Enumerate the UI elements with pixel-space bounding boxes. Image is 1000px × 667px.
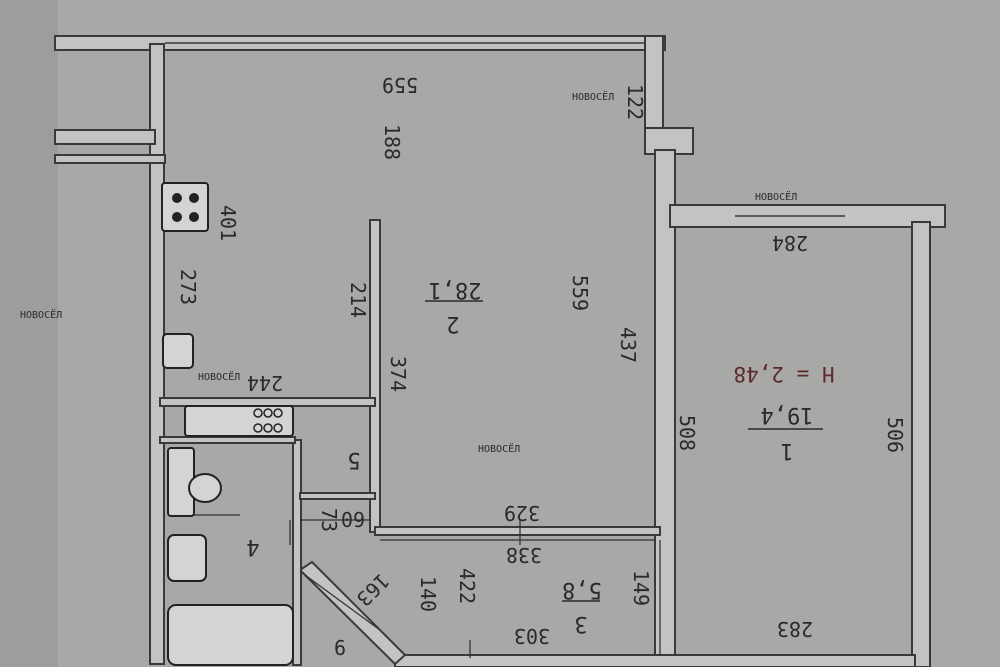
radiator-icon (184, 405, 294, 437)
dim-9: 9 (334, 635, 346, 659)
dim-401: 401 (216, 205, 240, 241)
walls (54, 35, 946, 667)
dim-374: 374 (386, 356, 410, 392)
wall-bath-top (159, 397, 376, 407)
dim-273: 273 (176, 269, 200, 305)
burner-icon (172, 193, 182, 203)
wall-right (911, 221, 931, 667)
dim-244: 244 (247, 371, 283, 395)
room4-number: 4 (246, 534, 259, 559)
ceiling-height: H = 2,48 (733, 362, 834, 386)
wall-room2-bottom (374, 526, 661, 536)
burner-icon (172, 212, 182, 222)
room5-number: 5 (347, 447, 360, 472)
bath-sink-icon (167, 534, 207, 582)
dim-508: 508 (675, 415, 699, 451)
toilet-bowl-icon (188, 473, 222, 503)
room3-area: 5,8 (562, 577, 602, 602)
room1-area: 19,4 (761, 402, 814, 427)
watermark-text: НОВОСЁЛ (20, 308, 62, 321)
line-door-swing (304, 574, 381, 631)
wall-bath-right (292, 439, 302, 666)
dim-283: 283 (777, 617, 813, 641)
dim-303: 303 (514, 624, 550, 648)
burner-icon (189, 212, 199, 222)
dim-140: 140 (416, 576, 440, 612)
room2-area: 28,1 (429, 277, 482, 302)
dim-422: 422 (455, 568, 479, 604)
fixtures (161, 182, 294, 666)
bathtub-icon (167, 604, 294, 666)
kitchen-sink-icon (162, 333, 194, 369)
wall-left-stub-2 (54, 154, 166, 164)
dim-60: 60 (341, 507, 365, 531)
dim-559-mid: 559 (568, 275, 592, 311)
dim-122: 122 (623, 84, 647, 120)
watermark-text: НОВОСЁЛ (198, 370, 240, 383)
dim-559-top: 559 (382, 73, 418, 97)
dim-188: 188 (380, 124, 404, 160)
room2-number: 2 (446, 311, 459, 336)
wall-diagonal (298, 560, 407, 666)
watermark-text: НОВОСЁЛ (572, 90, 614, 103)
room1-number: 1 (780, 438, 793, 463)
radiator-circles (253, 408, 283, 433)
dim-506: 506 (883, 417, 907, 453)
dim-284: 284 (772, 231, 808, 255)
watermarks: НОВОСЁЛ НОВОСЁЛ НОВОСЁЛ НОВОСЁЛ НОВОСЁЛ (20, 90, 797, 455)
thin-lines (180, 514, 661, 658)
burner-icon (189, 193, 199, 203)
dim-214: 214 (346, 282, 370, 318)
outer-left-margin (0, 0, 58, 667)
wall-left-stub (54, 129, 156, 145)
room3-number: 3 (574, 611, 587, 636)
wall-bottom (394, 654, 916, 667)
dim-437: 437 (616, 327, 640, 363)
watermark-text: НОВОСЁЛ (755, 190, 797, 203)
wall-room2-left (369, 219, 381, 533)
watermark-text: НОВОСЁЛ (478, 442, 520, 455)
dim-73: 73 (317, 508, 341, 532)
wall-wc-top (159, 436, 296, 444)
dim-149: 149 (629, 570, 653, 606)
dim-338: 338 (506, 543, 542, 567)
labels: 559 188 122 401 273 214 374 559 437 284 … (176, 73, 907, 659)
wall-corridor-mid (299, 492, 376, 500)
dim-329: 329 (504, 501, 540, 525)
stove-icon (161, 182, 209, 232)
